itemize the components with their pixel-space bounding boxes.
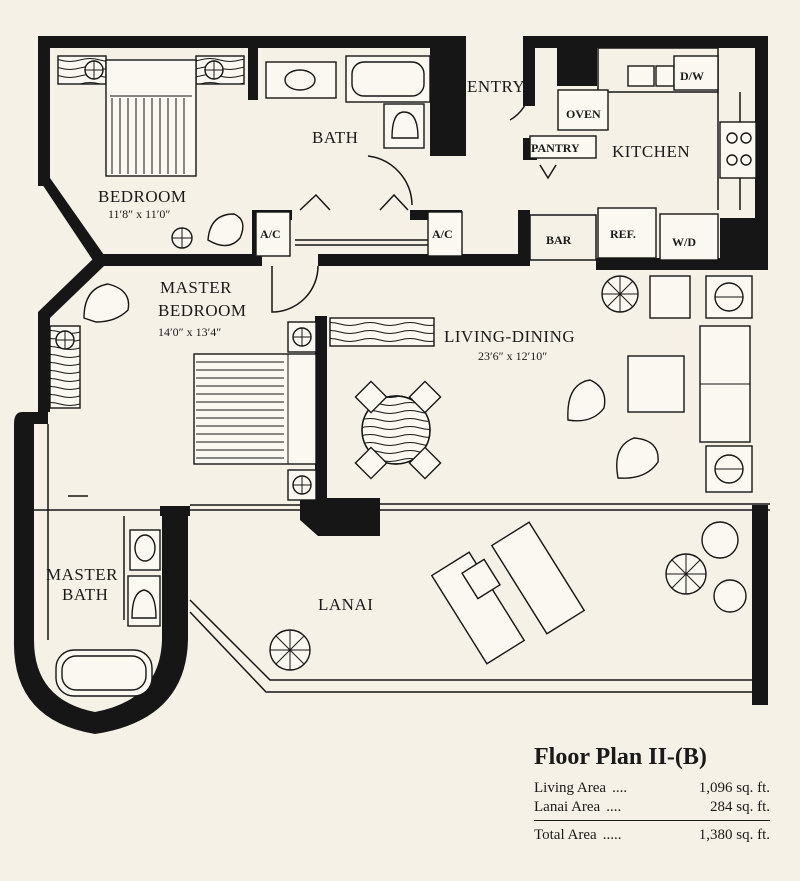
label-entry: ENTRY xyxy=(467,77,525,96)
label-living-dining: LIVING-DINING xyxy=(444,327,575,346)
thin-lines xyxy=(34,47,770,693)
label-master-bedroom-1: MASTER xyxy=(160,278,232,297)
label-pantry: PANTRY xyxy=(531,141,580,155)
legend-value: 1,096 sq. ft. xyxy=(698,780,770,796)
legend-rule xyxy=(534,820,770,821)
legend-title: Floor Plan II-(B) xyxy=(534,744,707,770)
room-labels: ENTRY BATH BEDROOM 11′8″ x 11′0″ OVEN PA… xyxy=(46,69,704,614)
label-lanai: LANAI xyxy=(318,595,373,614)
label-kitchen: KITCHEN xyxy=(612,142,690,161)
label-bar: BAR xyxy=(546,233,572,247)
label-bedroom-dim: 11′8″ x 11′0″ xyxy=(108,207,170,221)
label-oven: OVEN xyxy=(566,107,601,121)
label-ac-right: A/C xyxy=(432,227,453,241)
legend-row-total: Total Area ..... 1,380 sq. ft. xyxy=(534,826,770,845)
legend-dots: .... xyxy=(606,799,622,815)
label-master-bath-2: BATH xyxy=(62,585,108,604)
master-bath-fixtures xyxy=(55,529,161,697)
legend-dots: ..... xyxy=(602,827,622,843)
legend-label: Living Area xyxy=(534,780,607,796)
legend-value: 1,380 sq. ft. xyxy=(698,827,770,843)
label-dw: D/W xyxy=(680,69,704,83)
label-bedroom: BEDROOM xyxy=(98,187,187,206)
bath-fixtures xyxy=(265,55,431,149)
area-legend: Floor Plan II-(B) Living Area .... 1,096… xyxy=(534,744,784,845)
label-living-dining-dim: 23′6″ x 12′10″ xyxy=(478,349,547,363)
living-furniture xyxy=(329,275,753,493)
label-bath: BATH xyxy=(312,128,358,147)
kitchen-fixtures xyxy=(529,55,757,261)
label-master-bedroom-dim: 14′0″ x 13′4″ xyxy=(158,325,221,339)
label-master-bedroom-2: BEDROOM xyxy=(158,301,247,320)
lanai-furniture xyxy=(269,521,747,671)
label-ref: REF. xyxy=(610,227,636,241)
master-bedroom-furniture xyxy=(49,283,317,501)
legend-value: 284 sq. ft. xyxy=(710,799,770,815)
label-ac-left: A/C xyxy=(260,227,281,241)
legend-dots: .... xyxy=(612,780,628,796)
label-master-bath-1: MASTER xyxy=(46,565,118,584)
legend-label: Total Area xyxy=(534,827,597,843)
legend-row-living: Living Area .... 1,096 sq. ft. xyxy=(534,779,770,798)
legend-row-lanai: Lanai Area .... 284 sq. ft. xyxy=(534,798,770,817)
door-swings xyxy=(68,89,557,497)
legend-label: Lanai Area xyxy=(534,799,601,815)
bedroom-furniture xyxy=(57,55,463,257)
label-wd: W/D xyxy=(672,235,696,249)
